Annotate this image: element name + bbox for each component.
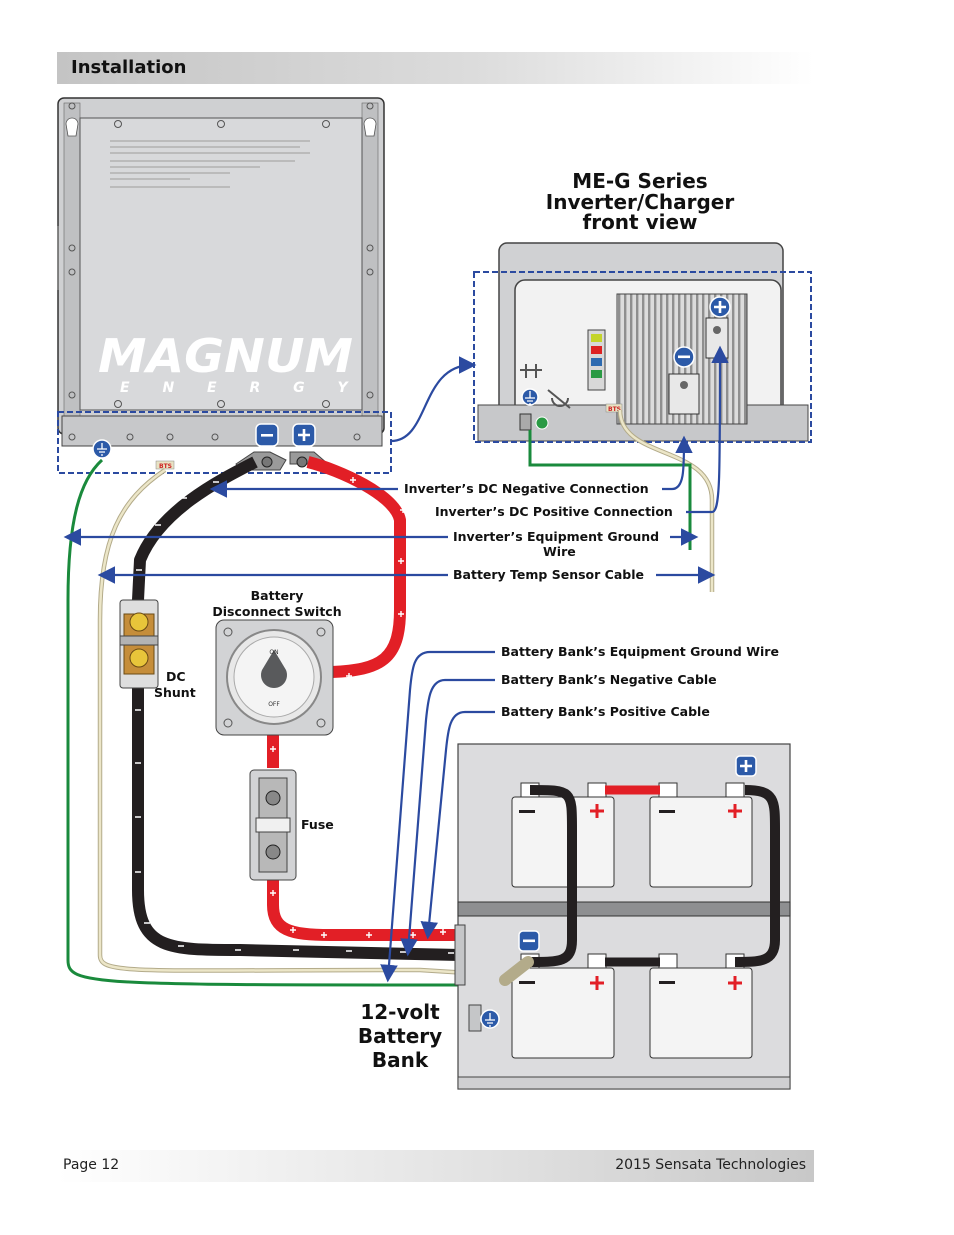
equip-ground-label-1: Inverter’s Equipment Ground [453,529,659,544]
front-ground-wire [528,430,692,550]
energy-logo: E N E R G Y [120,380,362,396]
disconnect-switch: ON OFF [215,619,334,736]
bank-negative-callout [400,678,495,957]
ground-wire [66,458,472,1015]
bank-ground-callout [380,650,495,983]
disconnect-label-2: Disconnect Switch [212,604,341,619]
fuse [249,769,297,881]
temp-sensor-label: Battery Temp Sensor Cable [453,567,644,582]
front-view-title-3: front view [583,210,698,234]
dc-negative-callout-right [662,435,693,491]
page-footer: Page 12 2015 Sensata Technologies [57,1150,814,1182]
inverter-unit: MAGNUM E N E R G Y BTS [57,97,392,474]
section-title: Installation [71,57,187,78]
section-header: Installation [57,52,814,84]
front-view-title-2: Inverter/Charger [546,190,735,214]
positive-cable-upper [306,456,406,678]
magnum-logo: MAGNUM [98,329,353,383]
page-number: Page 12 [63,1157,120,1173]
dc-shunt [119,599,159,689]
equip-ground-label-2: Wire [543,544,576,559]
view-connector-arrow [390,356,477,443]
fuse-label: Fuse [301,817,334,832]
battery-bank [454,743,791,1090]
dc-positive-label: Inverter’s DC Positive Connection [435,504,673,519]
bank-ground-label: Battery Bank’s Equipment Ground Wire [501,644,779,659]
bank-title-3: Bank [372,1048,429,1072]
bank-title-2: Battery [358,1024,442,1048]
disconnect-label-1: Battery [251,588,304,603]
front-view-title-1: ME-G Series [572,169,707,193]
front-bts-label: BTS [608,406,621,413]
bank-positive-callout [420,710,495,940]
bank-title-1: 12-volt [360,1000,440,1024]
bank-positive-label: Battery Bank’s Positive Cable [501,704,710,719]
switch-on-label: ON [269,649,278,656]
bts-port-label: BTS [159,463,172,470]
switch-off-label: OFF [268,701,280,708]
copyright: 2015 Sensata Technologies [615,1157,806,1173]
shunt-label-2: Shunt [154,685,196,700]
shunt-label-1: DC [166,669,186,684]
inverter-front-view: ME-G Series Inverter/Charger front view … [473,169,812,443]
bank-negative-label: Battery Bank’s Negative Cable [501,672,717,687]
dc-negative-label: Inverter’s DC Negative Connection [404,481,649,496]
dc-positive-callout [686,345,729,514]
